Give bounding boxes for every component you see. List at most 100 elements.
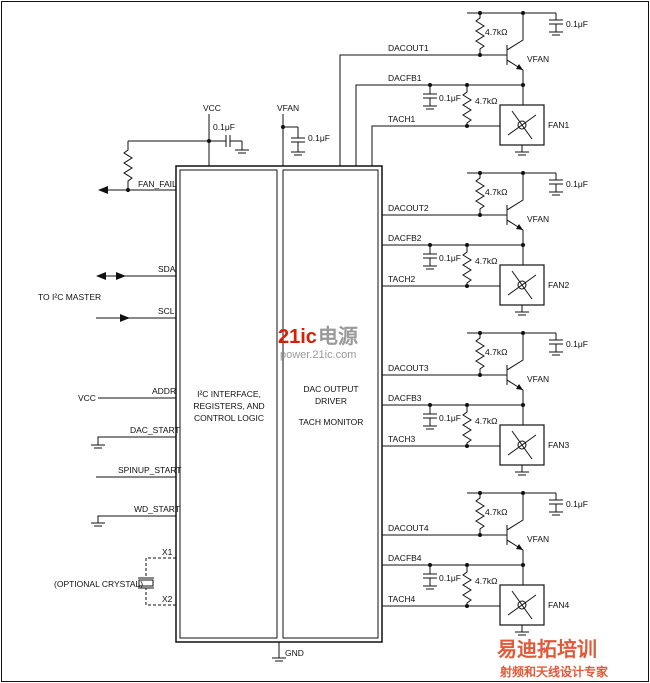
dacfb-label: DACFB2	[388, 233, 422, 243]
watermark-brand2: 易迪拓培训	[497, 637, 597, 661]
tach-resistor-label: 4.7kΩ	[475, 256, 497, 266]
crystal	[138, 579, 154, 587]
fan-blade	[511, 430, 523, 446]
dacout-label: DACOUT4	[388, 523, 429, 533]
transistor-collector	[506, 493, 524, 531]
fan-hub	[517, 280, 527, 290]
pin-dac-start: DAC_START	[130, 425, 180, 435]
watermark-brand-a: 21ic	[278, 326, 317, 348]
fan-blade	[521, 284, 533, 300]
resistor-tach	[462, 565, 472, 606]
vfan-label: VFAN	[527, 534, 549, 544]
vfan-top-label: VFAN	[277, 103, 299, 113]
resistor-base	[475, 333, 485, 375]
vcc-top-label: VCC	[203, 103, 221, 113]
right-block-line-1: DAC OUTPUT	[303, 384, 358, 394]
right-block-line-2: DRIVER	[315, 396, 347, 406]
fan-hub	[517, 600, 527, 610]
fan-blade	[521, 594, 537, 606]
dacout1-wire	[339, 54, 467, 166]
fan-blade	[507, 444, 523, 456]
fan-channels: VFAN 0.1μF 4.7kΩ 0.1μF 4.7kΩ FAN1 DACOUT1DACFB…	[382, 11, 588, 636]
tach-label: TACH3	[388, 434, 416, 444]
scl-arrow	[120, 314, 130, 322]
dacfb-label: DACFB1	[388, 73, 422, 83]
fan-blade	[511, 110, 523, 126]
fan-blade	[521, 434, 537, 446]
vfan-label: VFAN	[527, 54, 549, 64]
chip-right-block	[282, 169, 379, 639]
fan-hub	[517, 120, 527, 130]
fan-blade	[507, 604, 523, 616]
fan-blade	[521, 114, 537, 126]
pin-spinup-start: SPINUP_START	[118, 465, 181, 475]
fanfail-arrow	[98, 186, 108, 194]
emitter-arrow	[516, 224, 523, 230]
resistor-base	[475, 13, 485, 55]
tach-resistor-label: 4.7kΩ	[475, 416, 497, 426]
right-block-line-3: TACH MONITOR	[299, 417, 364, 427]
fan-blade	[521, 604, 533, 620]
transistor-collector	[506, 173, 524, 211]
resistor-tach	[462, 85, 472, 126]
pin-sda: SDA	[158, 264, 176, 274]
dacout-label: DACOUT1	[388, 43, 429, 53]
wd-start-wire	[97, 515, 176, 523]
tach-label: TACH1	[388, 114, 416, 124]
resistor-tach	[462, 405, 472, 446]
pin-x1: X1	[162, 547, 173, 557]
pin-addr: ADDR	[152, 386, 176, 396]
gnd-label: GND	[285, 648, 304, 658]
fan-blade	[521, 124, 533, 140]
resistor-label: 4.7kΩ	[485, 347, 507, 357]
transistor-emitter	[506, 219, 524, 245]
resistor-label: 4.7kΩ	[485, 507, 507, 517]
tach-label: TACH4	[388, 594, 416, 604]
pin-wd-start: WD_START	[134, 504, 180, 514]
fan-blade	[511, 270, 523, 286]
fan-label: FAN2	[548, 280, 570, 290]
fan-blade	[507, 124, 523, 136]
vfan-cap-label: 0.1μF	[308, 133, 330, 143]
fan-blade	[521, 444, 533, 460]
to-i2c-master-label: TO I²C MASTER	[38, 292, 101, 302]
optional-crystal-label: (OPTIONAL CRYSTAL)	[54, 579, 143, 589]
fanfail-pullup-resistor	[123, 141, 133, 190]
watermark-url: power.21ic.com	[280, 349, 356, 361]
sda-arrow-right	[116, 272, 126, 280]
dacfb-cap-label: 0.1μF	[439, 93, 461, 103]
vfan-label: VFAN	[527, 214, 549, 224]
transistor-emitter	[506, 539, 524, 565]
tach1-wire	[371, 125, 467, 166]
emitter-arrow	[516, 384, 523, 390]
watermark-brand-b: 电源	[318, 325, 358, 348]
dacfb-cap-label: 0.1μF	[439, 253, 461, 263]
resistor-tach	[462, 245, 472, 286]
pin-scl: SCL	[158, 306, 175, 316]
x2-wire	[145, 588, 176, 606]
tach-resistor-label: 4.7kΩ	[475, 576, 497, 586]
emitter-arrow	[516, 64, 523, 70]
rail-cap-label: 0.1μF	[566, 499, 588, 509]
fan-label: FAN3	[548, 440, 570, 450]
transistor-emitter	[506, 379, 524, 405]
watermark-brand2-sub: 射频和天线设计专家	[499, 664, 609, 679]
emitter-arrow	[516, 544, 523, 550]
transistor-collector	[506, 13, 524, 51]
left-block-line-3: CONTROL LOGIC	[194, 413, 264, 423]
dacfb-label: DACFB3	[388, 393, 422, 403]
x1-wire	[145, 557, 176, 578]
left-block-line-1: I²C INTERFACE,	[197, 389, 261, 399]
transistor-collector	[506, 333, 524, 371]
pin-fan-fail: FAN_FAIL	[138, 179, 177, 189]
fan-label: FAN1	[548, 120, 570, 130]
fan-hub	[517, 440, 527, 450]
fan-label: FAN4	[548, 600, 570, 610]
rail-cap-label: 0.1μF	[566, 339, 588, 349]
